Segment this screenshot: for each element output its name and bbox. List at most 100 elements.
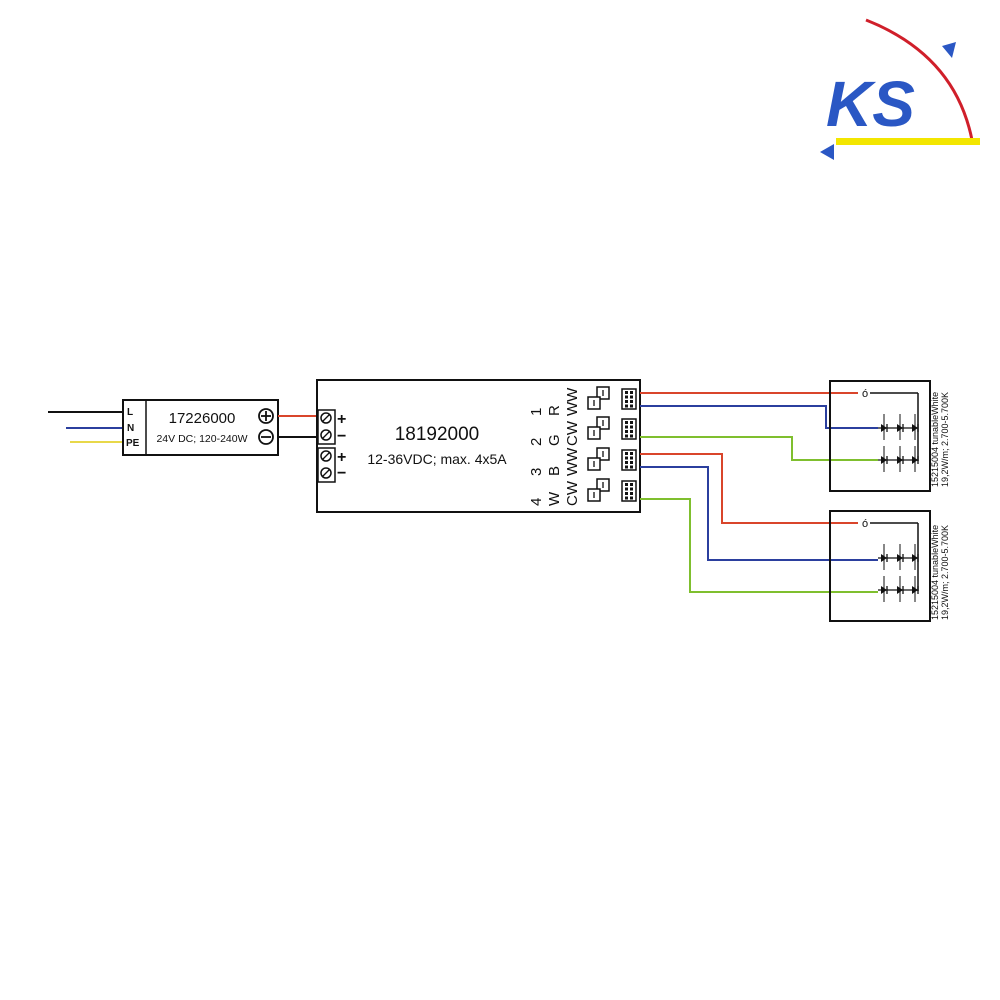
connector-pin-dot [630,496,633,500]
channel-3-num: 3 [528,468,545,476]
terminal-screw-4-slot [321,468,331,478]
connector-pin-dot [625,404,628,408]
led-strip-2-symbols: ó [862,518,919,602]
connector-pin-dot [625,456,628,460]
connector-pin-block [621,449,637,471]
channel-3-label: 3 B WW [528,447,581,476]
channel-2-label: 2 G CW [528,420,581,446]
led-strip-2-box [829,510,931,622]
channel-labels: 1 R WW 2 G CW 3 B WW 4 W CW [528,387,581,506]
wire-ch4-green [640,498,878,593]
connector-pin-dot [630,434,633,438]
power-supply-box [122,399,279,456]
input-label-n: N [127,423,134,434]
power-supply-part-number: 17226000 [169,410,236,427]
channel-2-cct: CW [564,420,581,446]
terminal-screw-1-slot [321,413,331,423]
channel-4-rgb: W [546,491,563,506]
connector-pin-dot [630,461,633,464]
controller-spec: 12-36VDC; max. 4x5A [367,451,507,467]
power-supply-spec: 24V DC; 120-240W [156,433,247,445]
led-strip-1: 15215004 tunableWhite 19,2W/m; 2.700-5.7… [829,380,950,492]
mains-wires [48,411,124,443]
wire-ch2-green [640,436,878,461]
controller-part-number: 18192000 [395,424,480,445]
connector-pin-dot [625,465,628,469]
connector-pin-dot [630,391,633,394]
connector-pin-block [621,418,637,440]
terminal-screw-2-slot [321,430,331,440]
channel-1-label: 1 R WW [528,387,581,416]
connector-pin-dot [630,395,633,399]
connector-pin-dot [625,483,628,486]
led-symbols: óó [862,388,919,602]
channel-4-label: 4 W CW [528,480,581,506]
connector-pin-dot [630,487,633,491]
channel-3-cct: WW [564,447,581,476]
connector-pin-dot [625,430,628,433]
connector-pin-dot [630,400,633,403]
controller: + − + − 18192000 12-36VDC; max. 4x5A 1 R… [316,379,641,513]
channel-4-connector [587,478,637,502]
led-strip-2-line2: 19,2W/m; 2.700-5.700K [940,525,950,620]
channel-4-cct: CW [564,480,581,506]
logo-arc [865,18,974,141]
logo-text: KS [826,68,915,140]
led-strip-1-symbols: ó [862,388,919,472]
connector-pin-dot [630,465,633,469]
ks-logo: KS [820,18,980,160]
connector-pin-dot [625,461,628,464]
connector-pin-dot [625,434,628,438]
channel-4-num: 4 [528,498,545,506]
controller-box [316,379,641,513]
connector-pin-dot [625,496,628,500]
terminal-sign-1: + [337,411,346,428]
logo-triangle-top [942,42,956,58]
input-label-pe: PE [126,438,140,449]
connector-pin-dot [630,492,633,495]
connector-pin-dot [630,456,633,460]
channel-1-num: 1 [528,408,545,416]
logo-triangle-bottom [820,144,834,160]
junction-mark: ó [862,518,868,530]
channel-2-connector [587,416,637,440]
channel-3-connector [587,447,637,471]
connector-pin-dot [625,395,628,399]
channel-connectors [587,386,637,502]
logo-yellow-bar [836,138,980,145]
wire-ch3-red [640,453,858,524]
channel-3-rgb: B [546,466,563,476]
led-strip-2: 15215004 tunableWhite 19,2W/m; 2.700-5.7… [829,510,950,622]
dc-wires [278,415,322,438]
junction-mark: ó [862,388,868,400]
led-strip-1-line2: 19,2W/m; 2.700-5.700K [940,392,950,487]
connector-pin-dot [630,404,633,408]
channel-2-num: 2 [528,438,545,446]
terminal-sign-4: − [337,465,346,482]
psu-plus-terminal [258,408,274,424]
led-strip-1-line1: 15215004 tunableWhite [930,392,940,487]
power-supply: L N PE 17226000 24V DC; 120-240W [122,399,279,456]
connector-pin-dot [630,430,633,433]
channel-1-connector [587,386,637,410]
psu-minus-terminal [258,429,274,445]
connector-pin-dot [625,452,628,455]
connector-pin-dot [625,487,628,491]
input-label-l: L [127,407,133,418]
connector-pin-dot [625,391,628,394]
connector-pin-dot [625,425,628,429]
output-wires [640,392,878,593]
terminal-screw-3-slot [321,451,331,461]
terminal-sign-3: + [337,449,346,466]
connector-pin-dot [625,492,628,495]
channel-2-rgb: G [546,434,563,446]
connector-pin-dot [630,425,633,429]
connector-pin-block [621,480,637,502]
connector-pin-dot [630,421,633,424]
channel-1-cct: WW [564,387,581,416]
channel-1-rgb: R [546,405,563,416]
wire-ch3-blue [640,466,878,561]
connector-pin-dot [630,452,633,455]
led-strip-2-line1: 15215004 tunableWhite [930,525,940,620]
